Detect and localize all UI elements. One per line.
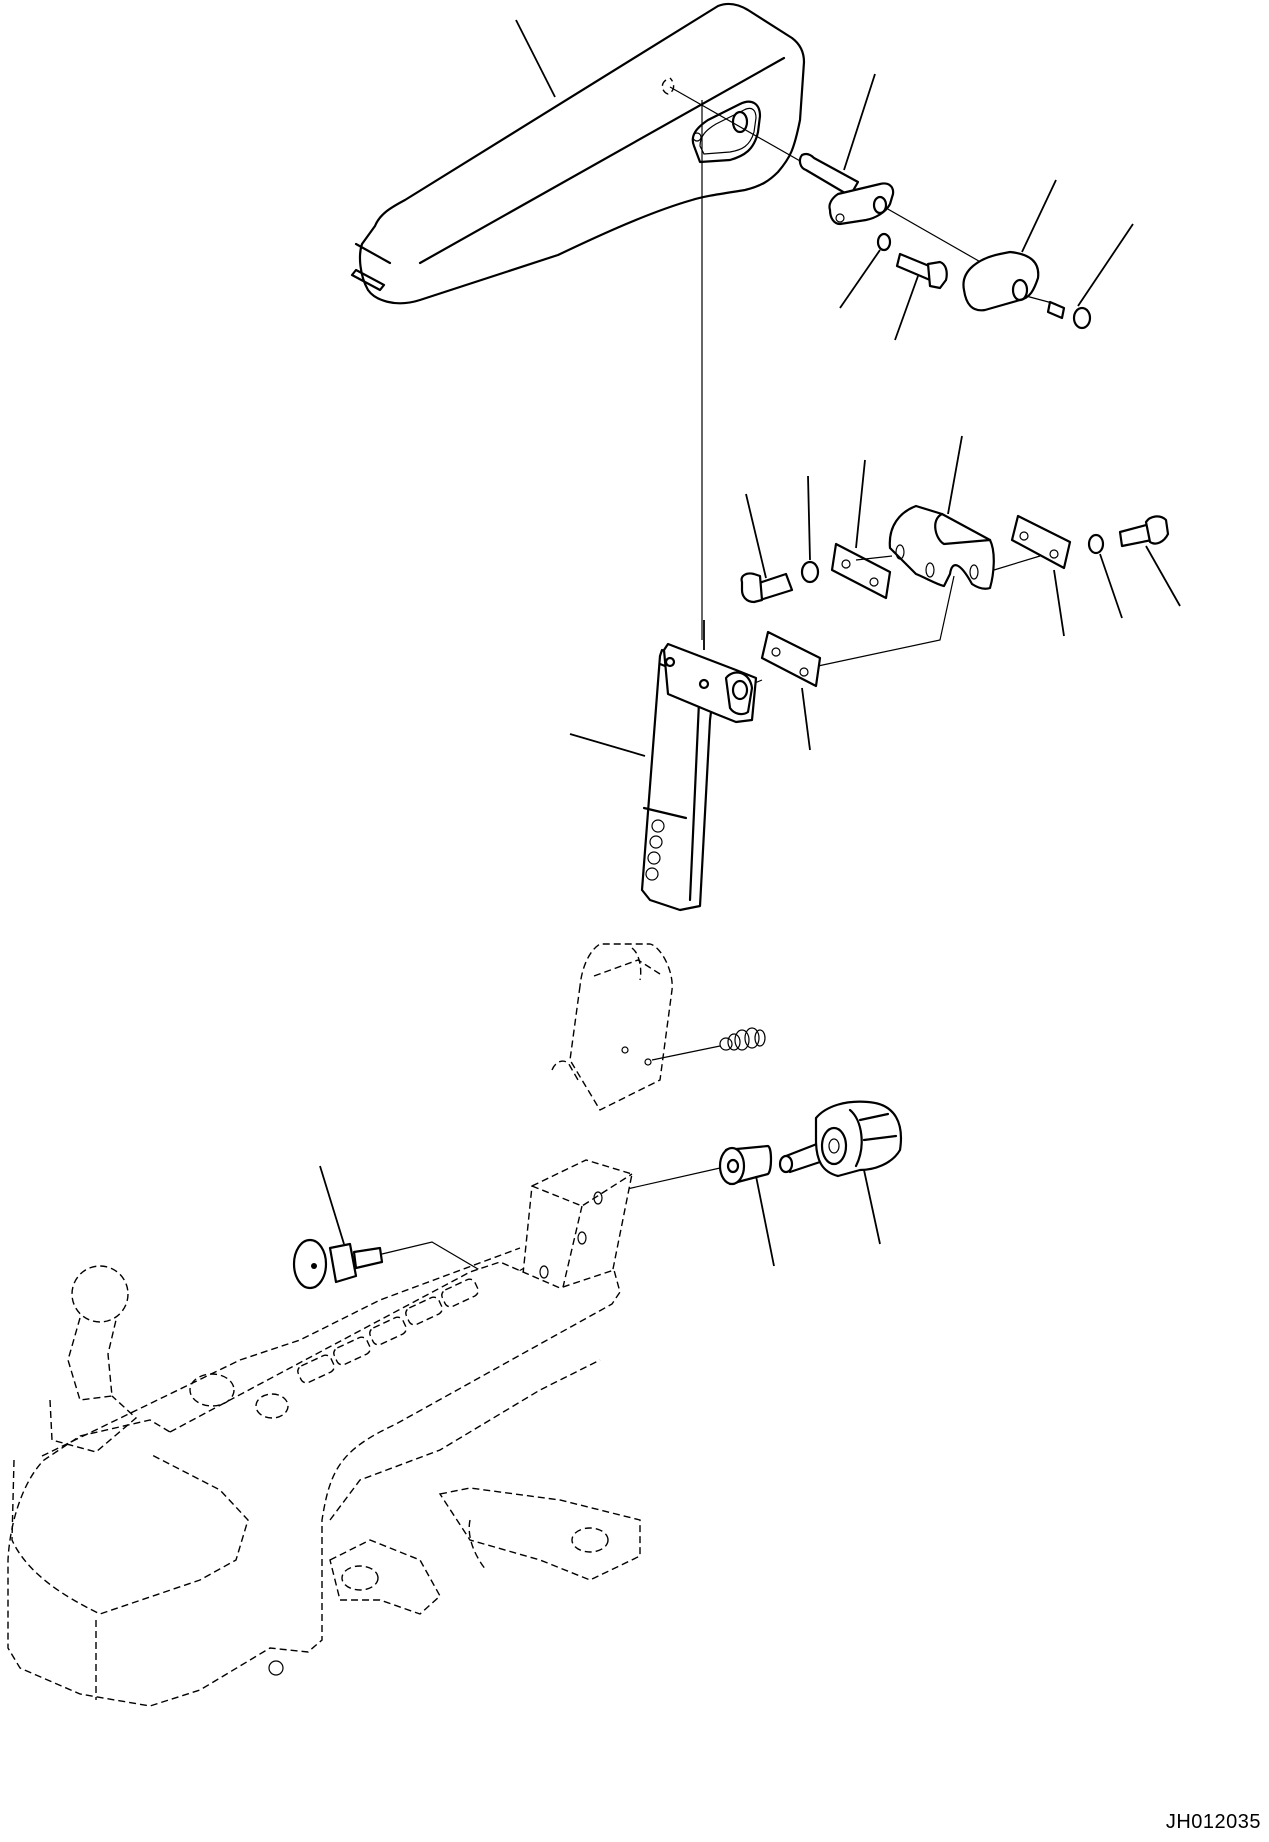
pivot-pin [798, 152, 895, 226]
cover-cap [962, 250, 1040, 312]
washer [1087, 533, 1105, 555]
bolt [1118, 515, 1170, 548]
lock-pin [292, 1238, 384, 1290]
shim [1010, 514, 1072, 570]
hinge-bracket [888, 504, 995, 590]
washer [876, 232, 892, 252]
stay-cover [551, 943, 673, 1111]
control-console [7, 1159, 641, 1707]
bolt [895, 252, 948, 290]
bolt [740, 572, 794, 604]
armrest-pad [350, 2, 806, 305]
leader-line [515, 19, 556, 98]
adjust-knob [778, 1100, 902, 1178]
washer [800, 560, 820, 584]
drawing-code: JH012035 [1165, 1811, 1261, 1833]
armrest-stay [640, 642, 758, 912]
collar [718, 1144, 773, 1186]
screw [1046, 300, 1092, 330]
shim [760, 630, 822, 688]
shim [830, 542, 892, 600]
screw [719, 1027, 766, 1051]
